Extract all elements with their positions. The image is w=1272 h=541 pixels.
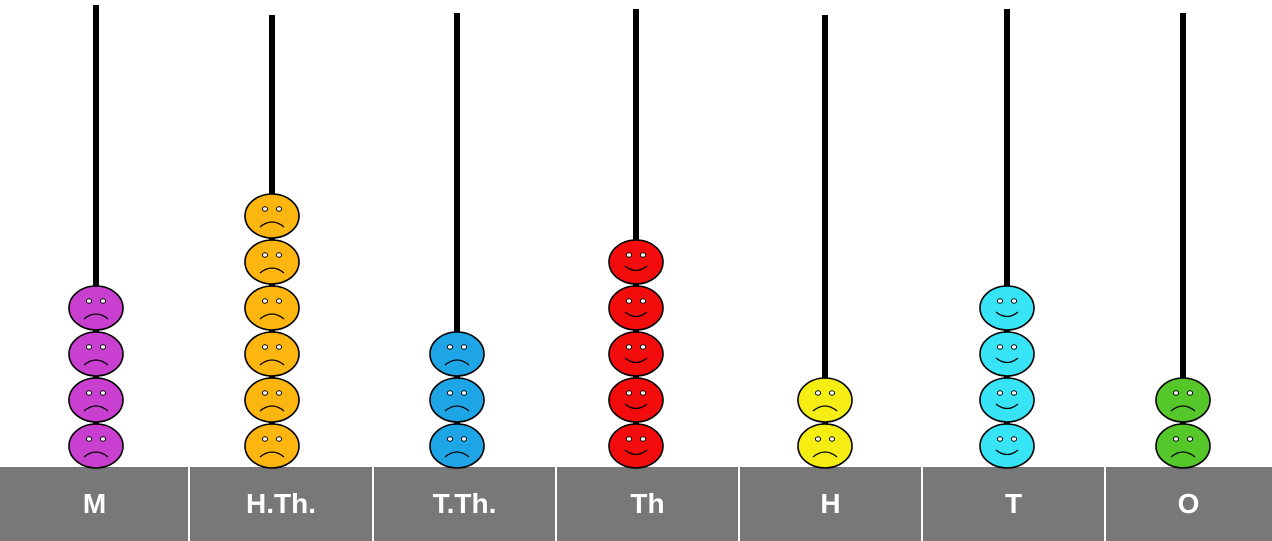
bead-face-icon — [797, 423, 853, 469]
bead-face-icon — [68, 331, 124, 377]
bead-face-icon — [244, 377, 300, 423]
bead-face-icon — [244, 193, 300, 239]
bead-face-icon — [244, 239, 300, 285]
bead-face-icon — [244, 423, 300, 469]
bead-face-icon — [244, 285, 300, 331]
column-label-tth: T.Th. — [432, 488, 497, 519]
bead-face-icon — [68, 285, 124, 331]
column-label-t: T — [1004, 488, 1023, 519]
bead-face-icon — [68, 423, 124, 469]
bead-face-icon — [979, 285, 1035, 331]
column-label-m: M — [82, 488, 107, 519]
bead-face-icon — [429, 423, 485, 469]
abacus-base — [0, 467, 1272, 541]
bead-face-icon — [979, 377, 1035, 423]
bead-face-icon — [608, 285, 664, 331]
column-label-o: O — [1177, 488, 1200, 519]
bead-face-icon — [244, 331, 300, 377]
bead-face-icon — [1155, 423, 1211, 469]
column-label-h: H — [820, 488, 841, 519]
bead-face-icon — [979, 423, 1035, 469]
bead-face-icon — [608, 331, 664, 377]
bead-face-icon — [608, 423, 664, 469]
bead-face-icon — [608, 239, 664, 285]
column-label-th: Th — [630, 488, 665, 519]
bead-face-icon — [979, 331, 1035, 377]
bead-face-icon — [68, 377, 124, 423]
bead-face-icon — [429, 331, 485, 377]
bead-face-icon — [1155, 377, 1211, 423]
bead-face-icon — [797, 377, 853, 423]
bead-face-icon — [429, 377, 485, 423]
column-label-hth: H.Th. — [246, 488, 316, 519]
bead-face-icon — [608, 377, 664, 423]
